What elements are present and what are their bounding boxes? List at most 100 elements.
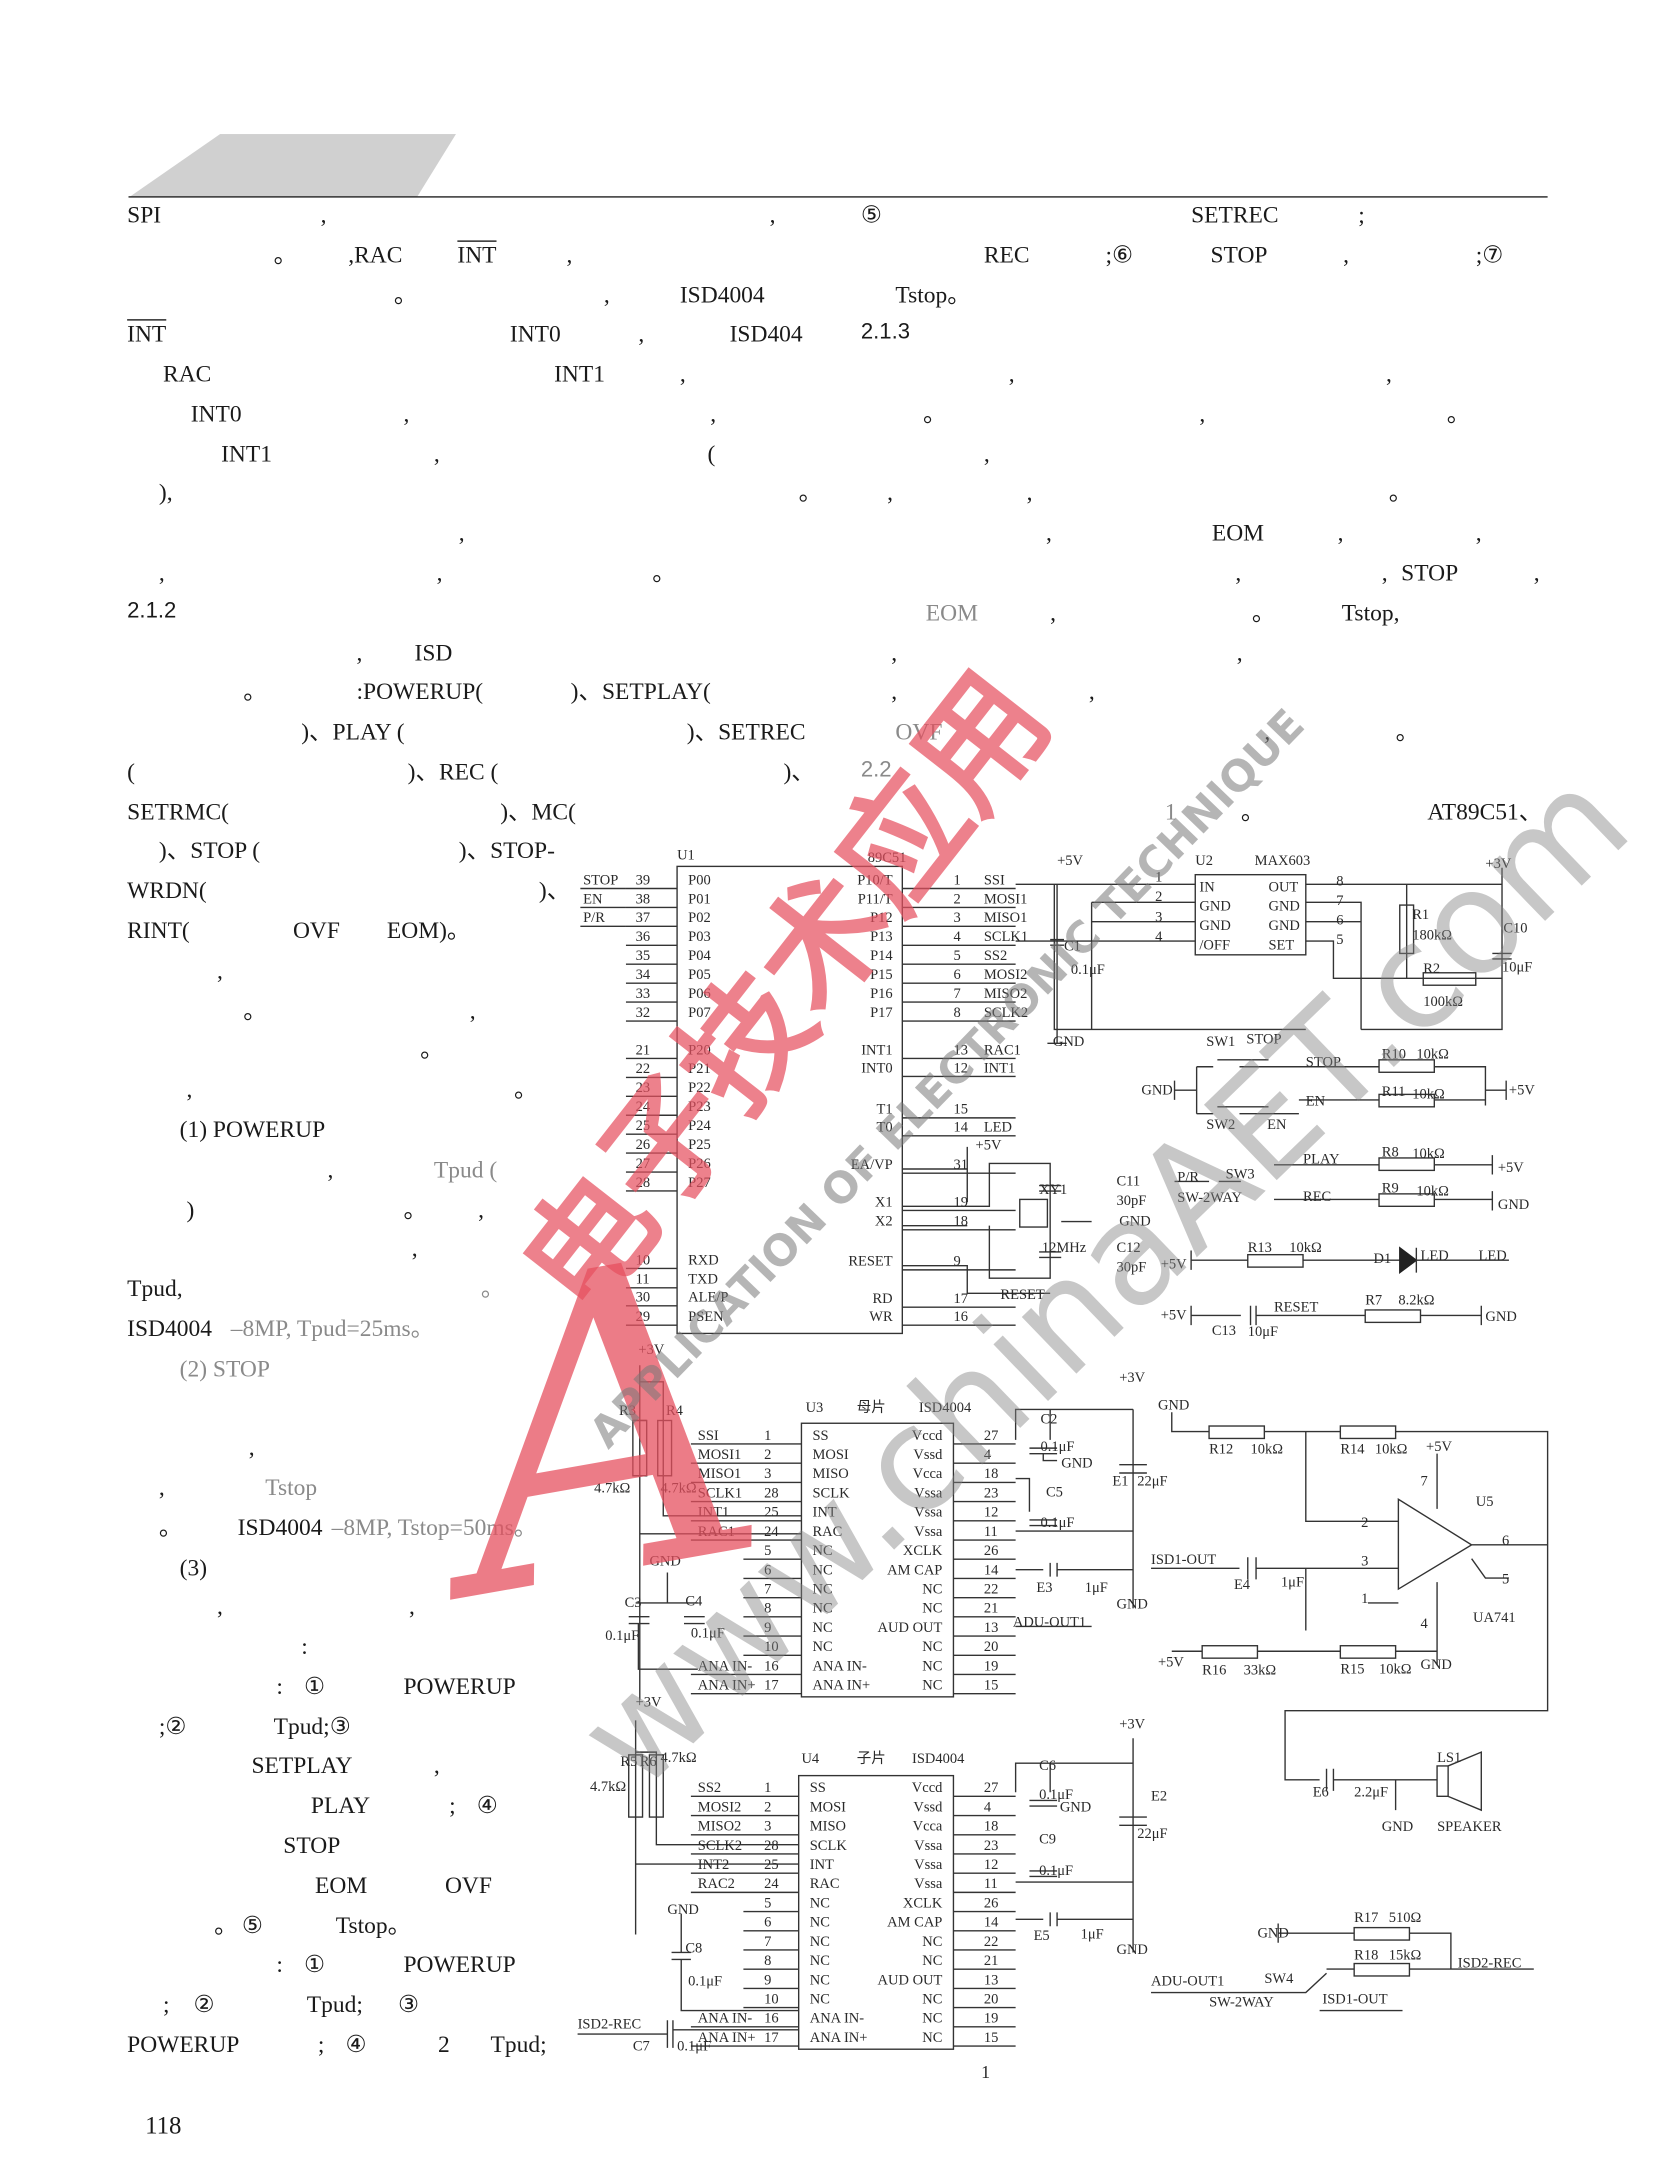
component-label: R8 [1382, 1145, 1399, 1161]
u3-pin-number: 25 [764, 1505, 778, 1521]
u4-net-label: ANA IN+ [698, 2030, 756, 2046]
u1-pin-name: P01 [688, 891, 711, 907]
u1-pin-number: 11 [636, 1272, 650, 1288]
u3-pin-name: ANA IN- [812, 1658, 867, 1674]
u1-pin-name: WR [869, 1309, 893, 1325]
text-fragment: 。 [420, 1036, 444, 1064]
u4-pin-name: SCLK [810, 1838, 848, 1854]
component-label: ISD2-REC [578, 2016, 642, 2032]
u1-pin-number: 17 [953, 1291, 968, 1307]
component-label: C3 [625, 1595, 642, 1611]
text-fragment: REC [983, 241, 1030, 268]
u4-pin-name: AM CAP [887, 1915, 942, 1931]
component-label: R1 [1412, 907, 1429, 923]
component-label: R9 [1382, 1180, 1399, 1196]
text-fragment: ;⑥ [1105, 241, 1134, 268]
component-label: +3V [1119, 1717, 1145, 1733]
u4-pin-number: 26 [984, 1895, 999, 1911]
u1-pin-name: RESET [848, 1254, 892, 1270]
u1-pin-name: INT1 [861, 1042, 892, 1058]
u4-pin-number: 15 [984, 2030, 999, 2046]
component-label: +5V [1498, 1160, 1524, 1176]
u4-pin-name: XCLK [903, 1895, 943, 1911]
u3-pin-number: 16 [764, 1658, 778, 1674]
text-fragment: POWERUP [127, 2031, 240, 2058]
u1-net-label: RAC1 [984, 1042, 1021, 1058]
component-label: R11 [1382, 1084, 1406, 1100]
text-fragment: , [1475, 519, 1482, 547]
u4-pin-name: NC [922, 2011, 942, 2027]
u1-pin-number: 1 [953, 872, 960, 888]
component-label: ISD1-OUT [1151, 1552, 1216, 1568]
u4-net-label: RAC2 [698, 1876, 735, 1892]
component-label: R17 [1354, 1910, 1378, 1926]
component-label: 4 [1155, 929, 1163, 945]
text-fragment: ③ [397, 1991, 420, 2018]
component-label: 5 [1336, 932, 1343, 948]
component-label: 10kΩ [1289, 1240, 1322, 1256]
component-label: R14 [1340, 1442, 1365, 1458]
component-label: 180kΩ [1412, 928, 1452, 944]
u3-pin-name: SS [812, 1428, 828, 1444]
component-label: 30pF [1116, 1259, 1146, 1275]
text-fragment: ① [303, 1951, 326, 1978]
u1-net-label: MISO2 [984, 986, 1028, 1002]
u3-net-label: ANA IN- [698, 1658, 753, 1674]
text-fragment: , [1337, 519, 1344, 547]
component-label: 8 [1336, 874, 1343, 890]
text-fragment: )、REC ( [407, 758, 499, 785]
text-fragment: , [158, 1474, 165, 1501]
u3-body [800, 1422, 955, 1698]
u1-pin-number: 24 [636, 1099, 651, 1115]
wires [577, 865, 1549, 2050]
text-fragment: , [887, 480, 893, 507]
u3-pin-name: Vssa [914, 1524, 943, 1540]
u3-pin-number: 3 [764, 1466, 771, 1482]
text-fragment: ISD4004 [679, 281, 765, 308]
u3-net-label: INT1 [698, 1505, 729, 1521]
u1-pin-number: 10 [636, 1252, 651, 1268]
u1-pin-name: T0 [877, 1120, 893, 1136]
u3-pin-name: NC [812, 1639, 832, 1655]
text-fragment: , [458, 519, 465, 547]
component-label: SET [1268, 937, 1294, 953]
component-label: 0.1μF [677, 2039, 711, 2055]
component-label: LED [1479, 1248, 1507, 1264]
u1-net-label: LED [984, 1120, 1012, 1136]
component-label: R7 [1365, 1292, 1382, 1308]
text-fragment: : [301, 1633, 308, 1660]
component-label: 4.7kΩ [590, 1779, 626, 1795]
component-label: +5V [1426, 1439, 1452, 1455]
text-fragment: (3) [179, 1553, 208, 1581]
text-fragment: 1 [1164, 798, 1177, 825]
u4-pin-name: Vccd [912, 1780, 943, 1796]
text-fragment: –8MP, Tstop=50ms。 [331, 1514, 538, 1541]
component-label: 3 [1155, 910, 1162, 926]
text-fragment: )、 [783, 758, 815, 785]
component-label: C2 [1040, 1411, 1057, 1427]
component-label: +3V [638, 1342, 664, 1358]
component-label: 22μF [1137, 1826, 1167, 1842]
text-fragment: 。 [243, 678, 267, 706]
u1-pin-number: 25 [636, 1118, 651, 1134]
component-label: 4 [1420, 1616, 1428, 1632]
u4-pin-number: 24 [764, 1876, 779, 1892]
component-label: GND [1060, 1800, 1091, 1816]
component-label: 10kΩ [1412, 1146, 1445, 1162]
component-label: IN [1199, 879, 1215, 895]
u1-pin-name: P06 [688, 986, 711, 1002]
text-fragment: , [478, 1195, 484, 1223]
component-label: GND [1116, 1942, 1147, 1958]
component-label: 100kΩ [1423, 994, 1463, 1010]
component-label: 7 [1336, 893, 1343, 909]
text-fragment: INT [457, 241, 497, 268]
u3-pin-number: 15 [984, 1678, 999, 1694]
component-label: R6 [640, 1754, 657, 1770]
u4-pin-name: Vssd [913, 1799, 943, 1815]
u4-pin-name: ANA IN+ [810, 2030, 868, 2046]
u1-net-label: MISO1 [984, 910, 1028, 926]
u4-pin-name: RAC [810, 1876, 840, 1892]
component-label: LS1 [1437, 1750, 1461, 1766]
u1-pin-number: 5 [953, 948, 960, 964]
